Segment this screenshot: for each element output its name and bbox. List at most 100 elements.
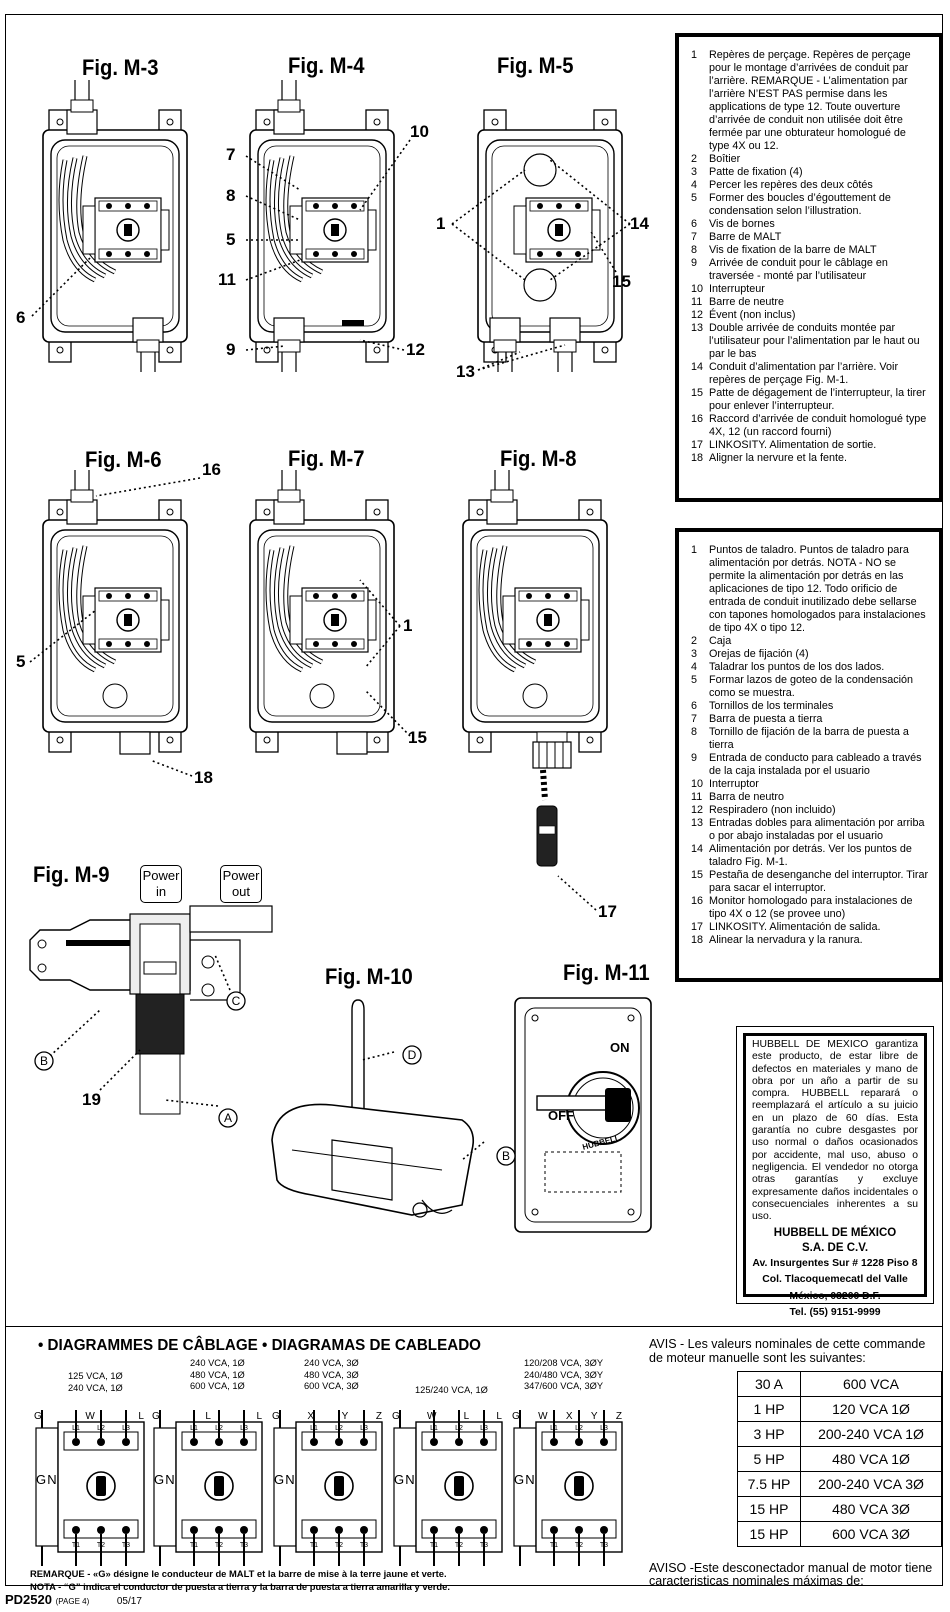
legend-number: 6 bbox=[691, 218, 698, 230]
callout-m5-15: 15 bbox=[612, 272, 631, 291]
legend-text: Boîtier bbox=[709, 153, 741, 165]
fig-m7-label: Fig. M-7 bbox=[288, 446, 365, 471]
callout-m4-8: 8 bbox=[226, 186, 236, 205]
terminal-letter: L bbox=[205, 1411, 211, 1422]
legend-text: Alinear la nervadura y la ranura. bbox=[709, 934, 863, 946]
switch-off-label: OFF bbox=[548, 1108, 574, 1123]
legend-number: 16 bbox=[691, 413, 704, 425]
legend-text: Double arrivée de conduits montée par l’… bbox=[709, 322, 920, 360]
fig-m6-label: Fig. M-6 bbox=[85, 447, 162, 472]
side-g-label: G bbox=[394, 1472, 404, 1487]
bottom-terminal-label: T1 bbox=[430, 1542, 438, 1549]
warranty-company2: S.A. DE C.V. bbox=[801, 1241, 869, 1254]
bottom-terminal-label: T2 bbox=[455, 1542, 463, 1549]
callout-m4-7: 7 bbox=[226, 145, 236, 164]
terminal-letter: G bbox=[272, 1411, 280, 1422]
legend-text: Conduit d’alimentation par l’arrière. Vo… bbox=[709, 361, 899, 386]
bottom-terminal-label: T3 bbox=[600, 1542, 608, 1549]
legend-number: 13 bbox=[691, 322, 704, 334]
legend-text: Caja bbox=[709, 635, 732, 647]
rating-cell: 200-240 VCA 3Ø bbox=[800, 1471, 942, 1497]
warranty-inner: HUBBELL DE MEXICO garantiza este product… bbox=[743, 1033, 927, 1318]
legend-text: Taladrar los puntos de los dos lados. bbox=[709, 661, 885, 673]
switch-on-label: ON bbox=[610, 1040, 630, 1055]
bottom-terminal-label: T3 bbox=[122, 1542, 130, 1549]
legend-number: 8 bbox=[691, 244, 698, 256]
legend-text: Tornillo de fijación de la barra de pues… bbox=[709, 726, 909, 751]
legend-number: 3 bbox=[691, 648, 698, 660]
legend-number: 14 bbox=[691, 843, 704, 855]
legend-text: Repères de perçage. Repères de perçage p… bbox=[709, 49, 911, 152]
bottom-terminal-label: T1 bbox=[72, 1542, 80, 1549]
top-terminal-label: L2 bbox=[97, 1425, 105, 1432]
callout-m10-d: D bbox=[407, 1048, 417, 1062]
top-terminal-label: L3 bbox=[240, 1425, 248, 1432]
fig-m10-label: Fig. M-10 bbox=[325, 964, 413, 989]
top-terminal-label: L3 bbox=[480, 1425, 488, 1432]
legend-text: Patte de dégagement de l’interrupteur, l… bbox=[709, 387, 926, 412]
terminal-letter: L bbox=[496, 1411, 502, 1422]
footer-page: (PAGE 4) bbox=[55, 1597, 90, 1606]
legend-number: 15 bbox=[691, 387, 704, 399]
legend-number: 3 bbox=[691, 166, 698, 178]
legend-number: 7 bbox=[691, 713, 698, 725]
top-terminal-label: L3 bbox=[600, 1425, 608, 1432]
legend-number: 11 bbox=[691, 296, 703, 308]
top-terminal-label: L1 bbox=[190, 1425, 198, 1432]
power-in-label: Power in bbox=[140, 865, 182, 903]
callout-m5-1: 1 bbox=[436, 214, 446, 233]
legend-text: Barre de MALT bbox=[709, 231, 782, 243]
side-n-label: N bbox=[525, 1472, 534, 1487]
callout-m7-1: 1 bbox=[403, 616, 413, 635]
rating-cell: 7.5 HP bbox=[737, 1471, 801, 1497]
top-terminal-label: L2 bbox=[215, 1425, 223, 1432]
note-french: REMARQUE - «G» désigne le conducteur de … bbox=[30, 1568, 447, 1579]
top-terminal-label: L1 bbox=[72, 1425, 80, 1432]
footer-date: 05/17 bbox=[116, 1596, 142, 1607]
footer: PD2520 (PAGE 4) 05/17 bbox=[5, 1592, 142, 1607]
warranty-addr1: Av. Insurgentes Sur # 1228 Piso 8 bbox=[752, 1258, 918, 1270]
terminal-letter: X bbox=[565, 1411, 573, 1422]
rating-cell: 200-240 VCA 1Ø bbox=[800, 1421, 942, 1447]
side-n-label: N bbox=[405, 1472, 414, 1487]
voltage-line: 600 VCA, 3Ø bbox=[304, 1381, 359, 1391]
legend-text: Former des boucles d’égouttement de cond… bbox=[709, 192, 891, 217]
top-terminal-label: L2 bbox=[575, 1425, 583, 1432]
callout-m10-b: B bbox=[501, 1149, 510, 1163]
side-n-label: N bbox=[47, 1472, 56, 1487]
rating-cell: 480 VCA 3Ø bbox=[800, 1496, 942, 1522]
legend-text: Patte de fixation (4) bbox=[709, 166, 803, 178]
voltage-line: 240 VCA, 1Ø bbox=[68, 1382, 123, 1393]
legend-number: 8 bbox=[691, 726, 698, 738]
legend-text: Pestaña de desenganche del interruptor. … bbox=[709, 869, 929, 894]
legend-item: 14 Conduit d’alimentation par l’arrière. … bbox=[691, 361, 929, 387]
legend-number: 14 bbox=[691, 361, 704, 373]
callout-m6-16: 16 bbox=[202, 460, 221, 479]
voltage-line: 600 VCA, 1Ø bbox=[190, 1381, 245, 1391]
legend-number: 18 bbox=[691, 452, 704, 464]
voltage-line: 240 VCA, 1Ø bbox=[190, 1358, 245, 1368]
